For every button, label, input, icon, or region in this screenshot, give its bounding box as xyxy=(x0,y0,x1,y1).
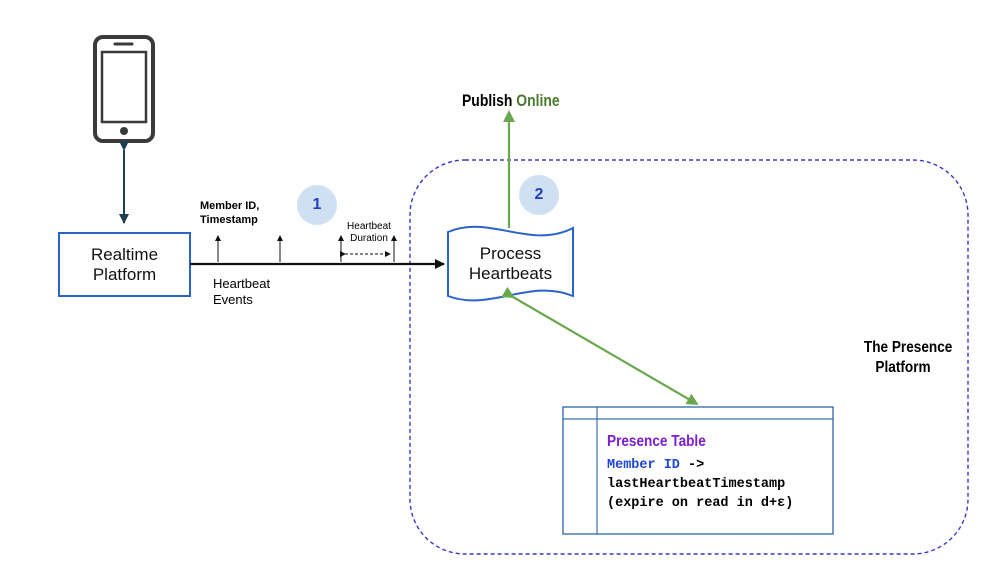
presence-table-arrow: -> xyxy=(688,458,705,473)
presence-table-title: Presence Table xyxy=(607,433,706,450)
realtime-platform-box xyxy=(58,232,191,297)
smartphone-icon xyxy=(93,35,155,143)
process-heartbeats-line-2: Heartbeats xyxy=(468,264,553,283)
timestamp-line: Timestamp xyxy=(200,214,258,226)
presence-table-key-line: Member ID -> xyxy=(607,456,704,475)
presence-table xyxy=(562,406,834,535)
step-2-badge: 2 xyxy=(519,175,559,215)
heartbeat-events-label: Heartbeat Events xyxy=(213,276,270,308)
publish-label: Publish xyxy=(462,91,513,110)
presence-table-key: Member ID xyxy=(607,458,680,473)
heartbeat-duration-line-1: Heartbeat xyxy=(347,221,391,232)
realtime-platform-label: Realtime Platform xyxy=(59,245,190,285)
heartbeat-events-line-1: Heartbeat xyxy=(213,276,271,291)
step-1-badge: 1 xyxy=(297,185,337,225)
presence-platform-line-1: The Presence xyxy=(863,339,953,356)
process-heartbeats-label: Process Heartbeats xyxy=(448,244,573,284)
member-id-timestamp-label: Member ID, Timestamp xyxy=(200,199,259,227)
presence-platform-line-2: Platform xyxy=(875,359,931,376)
presence-platform-label: The Presence Platform xyxy=(857,338,953,378)
presence-table-note: (expire on read in d+ε) xyxy=(607,496,794,511)
member-id-line: Member ID, xyxy=(200,200,260,212)
process-heartbeats-line-1: Process xyxy=(479,244,542,263)
heartbeat-duration-label: Heartbeat Duration xyxy=(343,221,395,245)
heartbeat-events-line-2: Events xyxy=(213,292,253,307)
presence-platform-boundary xyxy=(409,159,969,555)
realtime-platform-line-1: Realtime xyxy=(90,245,159,264)
online-status: Online xyxy=(516,91,560,110)
process-table-connector xyxy=(501,286,699,406)
heartbeat-duration-line-2: Duration xyxy=(350,233,388,244)
publish-online-label: Publish Online xyxy=(462,91,560,111)
realtime-platform-line-2: Platform xyxy=(92,265,157,284)
presence-table-value: lastHeartbeatTimestamp xyxy=(607,477,786,492)
